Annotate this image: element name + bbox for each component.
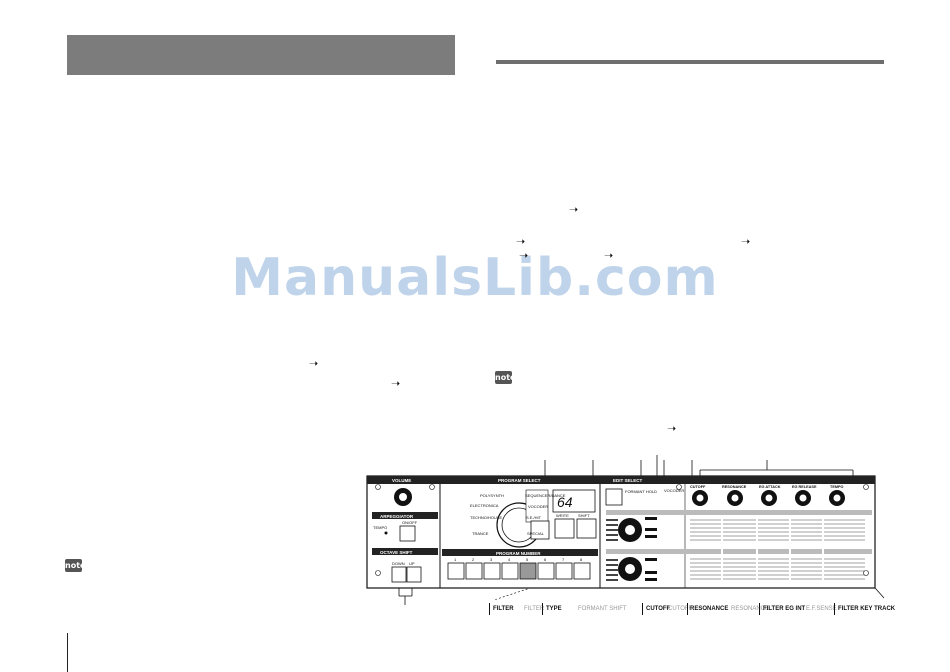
cutoff-label: CUTOFF	[646, 606, 671, 612]
label-separator	[687, 603, 688, 615]
panel-category-label: SPECIAL	[527, 531, 545, 536]
watermark: ManualsLib.com	[231, 248, 719, 308]
panel-arpeggiator-label: ARPEGGIATOR	[380, 514, 414, 519]
filter-eg-int-label: FILTER EG INT	[763, 606, 806, 612]
resonance-label: RESONANCE	[690, 606, 729, 612]
label-separator	[542, 603, 543, 615]
note-icon: note	[65, 559, 86, 572]
panel-on-off-label: ON/OFF	[402, 520, 418, 525]
label-separator	[834, 603, 835, 615]
panel-category-label: VOCODER	[528, 504, 548, 509]
panel-octave-shift-label: OCTAVE SHIFT	[380, 550, 413, 555]
section-header-bar	[67, 35, 455, 75]
panel-knob-label: TEMPO	[830, 485, 844, 489]
panel-volume-label: VOLUME	[392, 478, 411, 483]
arrow-icon: ➝	[391, 378, 401, 390]
arrow-icon: ➝	[569, 204, 579, 216]
panel-category-label: TECHNO/HOUSE	[470, 515, 503, 520]
panel-up-label: UP	[409, 561, 415, 566]
resonance-label-muted: RESONANCE	[731, 606, 770, 612]
panel-down-label: DOWN	[392, 561, 405, 566]
cutoff-label-muted: CUTOFF	[668, 606, 693, 612]
panel-program-number: 6	[544, 557, 547, 562]
panel-category-label: ELECTRONICA	[470, 503, 499, 508]
page-margin-line	[67, 633, 68, 672]
arrow-icon: ➝	[519, 250, 529, 262]
panel-category-label: TRANCE	[472, 531, 489, 536]
panel-formant-hold-label: FORMANT HOLD	[625, 489, 657, 494]
panel-program-number-label: PROGRAM NUMBER	[496, 551, 541, 556]
note-icon: note	[495, 371, 516, 384]
arrow-icon: ➝	[309, 358, 319, 370]
formant-shift-label: FORMANT SHIFT	[578, 606, 627, 612]
arrow-icon: ➝	[667, 423, 677, 435]
panel-knob-label: CUTOFF	[690, 485, 706, 489]
panel-program-number: 5	[526, 557, 529, 562]
panel-edit-select-label: EDIT SELECT	[613, 478, 643, 483]
panel-category-label: S.E./HIT	[526, 515, 542, 520]
panel-category-label: SEQUENCER/DANCE	[525, 493, 566, 498]
label-separator	[759, 603, 760, 615]
panel-knob-label: EG RELEASE	[792, 485, 817, 489]
ef-sense-label: E.F.SENSE	[806, 606, 837, 612]
panel-display-value: 64	[557, 494, 573, 510]
arrow-icon: ➝	[604, 250, 614, 262]
type-label: TYPE	[546, 606, 562, 612]
filter-key-track-label: FILTER KEY TRACK	[838, 606, 896, 612]
panel-program-number: 8	[580, 557, 583, 562]
panel-program-number: 7	[562, 557, 565, 562]
panel-knob-label: RESONANCE	[722, 485, 747, 489]
arrow-icon: ➝	[741, 236, 751, 248]
filter-label-muted: FILTER	[524, 606, 545, 612]
label-separator	[489, 603, 490, 615]
panel-program-number: 1	[454, 557, 457, 562]
panel-program-number: 2	[472, 557, 475, 562]
panel-tempo-label: TEMPO	[373, 525, 387, 530]
panel-program-select-label: PROGRAM SELECT	[498, 478, 541, 483]
panel-knob-label: EG ATTACK	[759, 485, 781, 489]
panel-vocoder-label: VOCODER	[664, 488, 684, 493]
panel-program-number: 4	[508, 557, 511, 562]
panel-write-label: WRITE	[556, 513, 569, 518]
arrow-icon: ➝	[516, 236, 526, 248]
panel-shift-label: SHIFT	[578, 513, 590, 518]
filter-label: FILTER	[493, 606, 514, 612]
section-rule	[496, 60, 884, 64]
panel-program-number: 3	[490, 557, 493, 562]
label-separator	[642, 603, 643, 615]
panel-category-label: POLYSYNTH	[480, 493, 504, 498]
